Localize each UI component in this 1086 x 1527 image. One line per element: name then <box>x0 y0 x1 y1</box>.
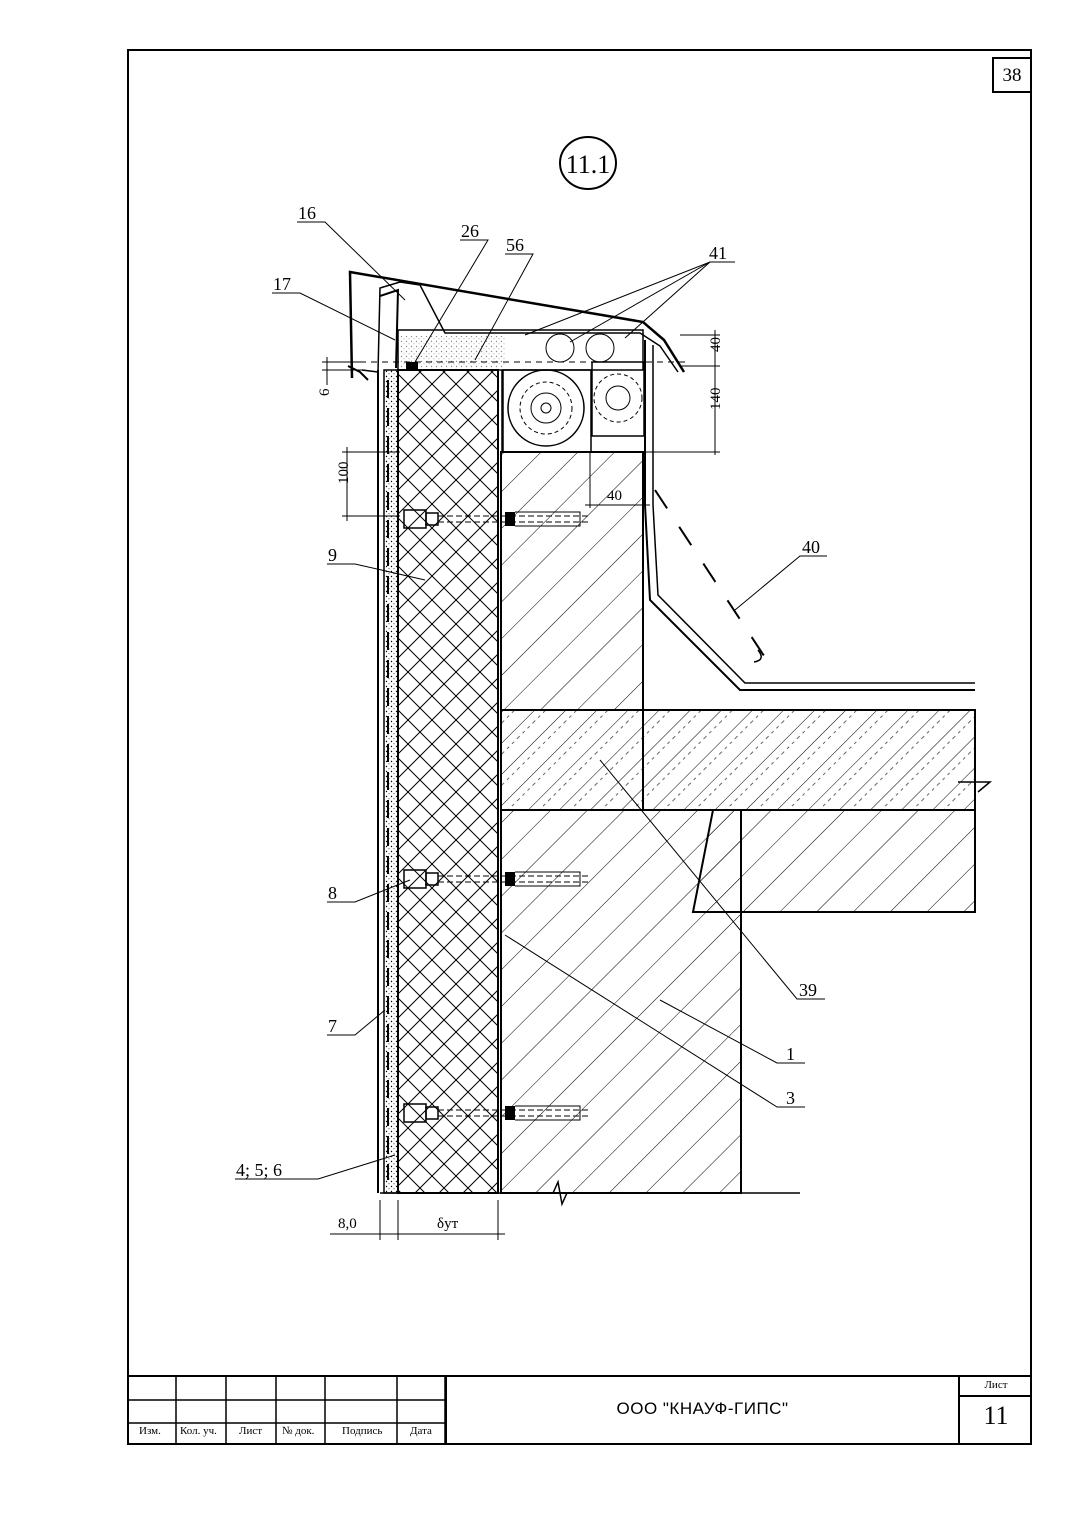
dim-40-top: 40 <box>708 337 724 352</box>
insulation-rolls <box>502 333 645 453</box>
dim-8: 8,0 <box>338 1216 357 1232</box>
callout-56: 56 <box>506 235 524 255</box>
company-name: ООО "КНАУФ-ГИПС" <box>445 1377 958 1445</box>
anchor-top <box>403 509 590 529</box>
roof-membrane <box>644 340 975 691</box>
detail-id: 11.1 <box>566 150 611 179</box>
sheet-divider <box>960 1395 1032 1397</box>
callout-41: 41 <box>709 243 727 263</box>
col-n-dok: № док. <box>282 1425 315 1437</box>
callout-3: 3 <box>786 1088 795 1108</box>
floor-slab <box>500 709 993 1193</box>
dimension-texts: 40 140 100 40 6 8,0 δут <box>317 337 724 1232</box>
callout-1: 1 <box>786 1044 795 1064</box>
leader-lines <box>235 221 827 1180</box>
dim-100: 100 <box>336 462 352 485</box>
title-block <box>127 1375 1032 1445</box>
anchors <box>403 509 590 1123</box>
callout-7: 7 <box>328 1016 337 1036</box>
dim-140: 140 <box>708 388 724 411</box>
col-list: Лист <box>239 1425 263 1437</box>
dim-6: 6 <box>317 388 333 396</box>
anchor-middle <box>403 869 590 889</box>
col-podpis: Подпись <box>342 1425 383 1437</box>
parapet-top <box>360 329 690 371</box>
callout-26: 26 <box>461 221 479 241</box>
insulation-layer <box>397 369 499 1194</box>
col-izm: Изм. <box>139 1425 161 1437</box>
col-kol-uch: Кол. уч. <box>180 1425 217 1437</box>
callout-9: 9 <box>328 545 337 565</box>
col-data: Дата <box>410 1425 432 1437</box>
sheet-number: 11 <box>983 1401 1009 1430</box>
dim-insulation-thickness: δут <box>437 1216 459 1232</box>
anchor-bottom <box>403 1103 590 1123</box>
sheet-number-box: Лист 11 <box>958 1377 1032 1445</box>
detail-marker: 11.1 <box>559 136 617 190</box>
dim-40-mid: 40 <box>607 488 622 504</box>
dimension-lines <box>322 330 720 1240</box>
break-line <box>380 1179 800 1207</box>
wall-concrete <box>500 451 742 1194</box>
sheet-label: Лист <box>984 1379 1008 1391</box>
title-block-columns: Изм. Кол. уч. Лист № док. Подпись Дата <box>127 1375 445 1445</box>
callouts: 16 26 56 41 17 40 9 8 7 4; 5; 6 39 1 3 <box>236 203 820 1180</box>
callout-40: 40 <box>802 537 820 557</box>
callout-4-5-6: 4; 5; 6 <box>236 1160 282 1180</box>
callout-8: 8 <box>328 883 337 903</box>
callout-17: 17 <box>273 274 291 294</box>
callout-39: 39 <box>799 980 817 1000</box>
page-number: 38 <box>992 57 1032 93</box>
callout-16: 16 <box>298 203 316 223</box>
drawing-frame <box>127 49 1032 1445</box>
